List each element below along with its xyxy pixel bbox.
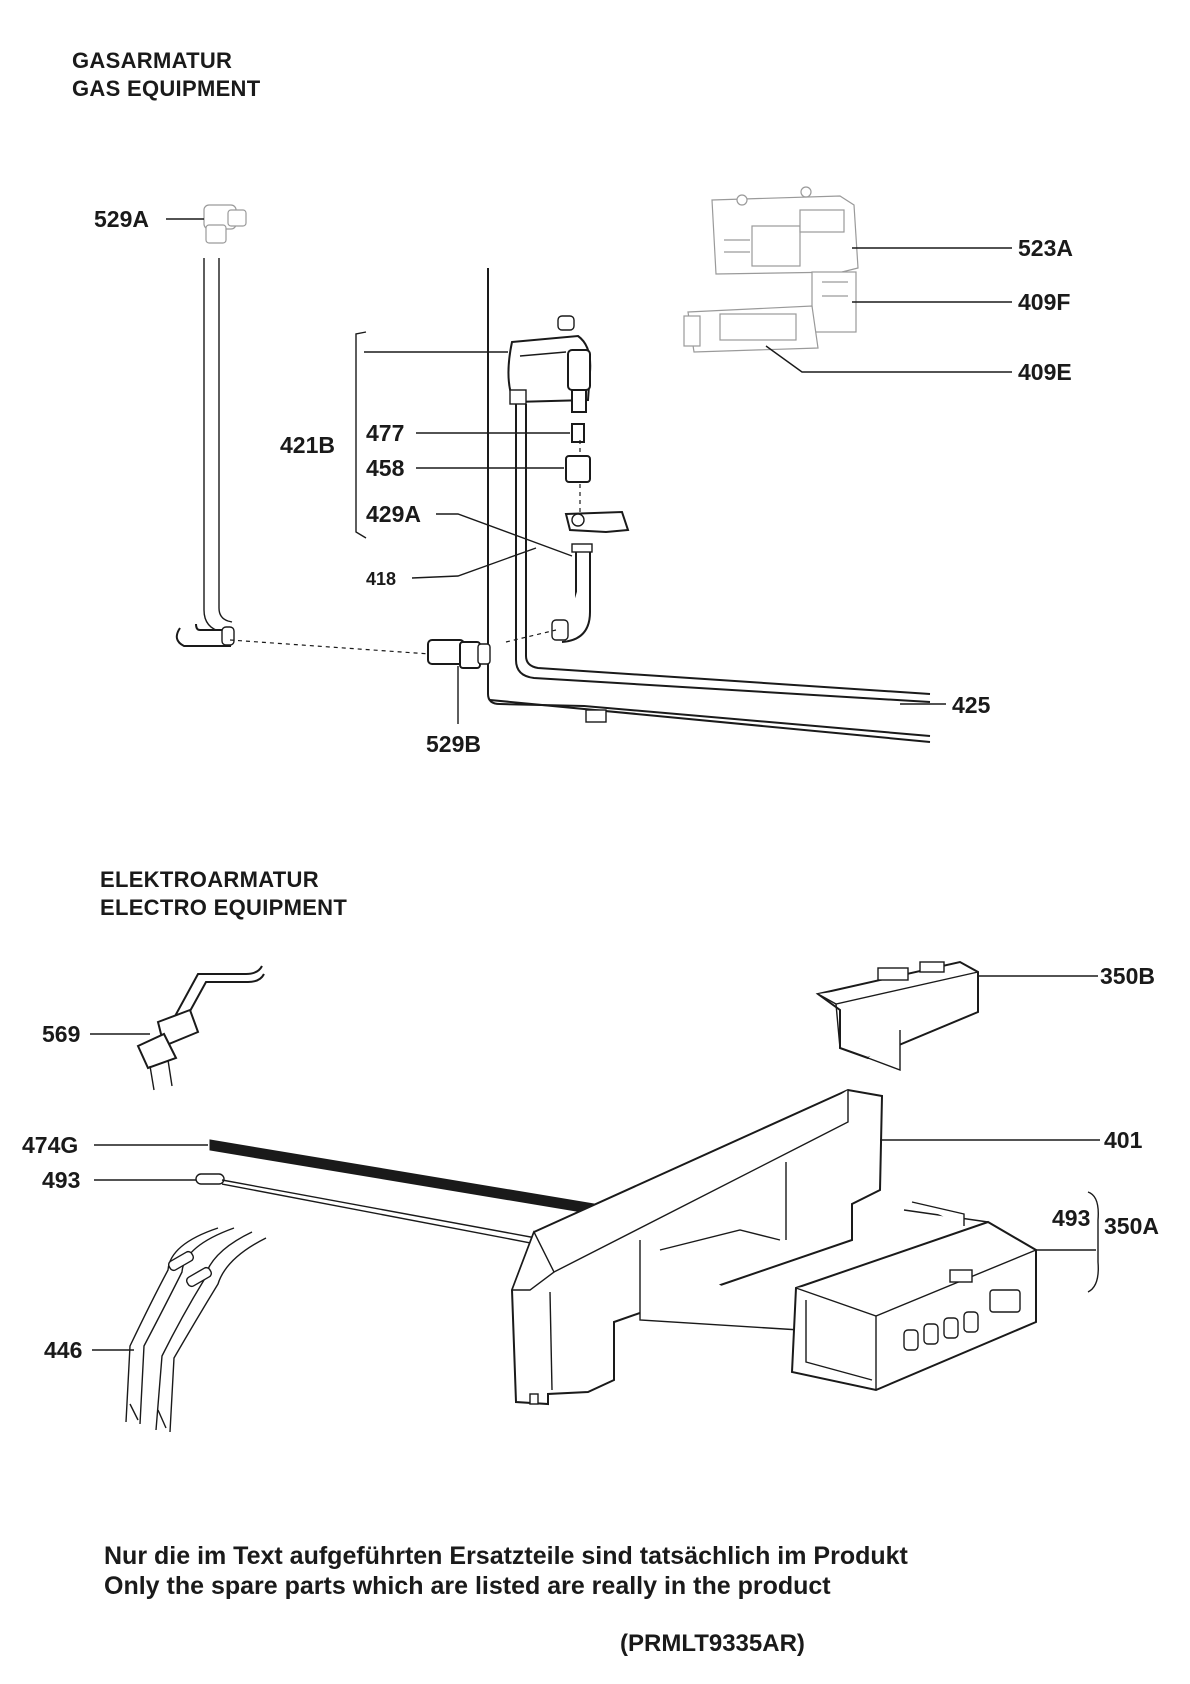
part-429a-clip (564, 510, 630, 534)
gas-heading-de: GASARMATUR (72, 48, 233, 73)
label-523a: 523A (1018, 235, 1073, 261)
bracket-350a (1087, 1191, 1099, 1293)
part-gas-pipe-left (175, 258, 235, 647)
part-523a-control-unit (711, 186, 859, 275)
label-474g: 474G (22, 1132, 78, 1158)
label-529a: 529A (94, 206, 149, 232)
label-529b: 529B (426, 731, 481, 757)
electro-heading-de: ELEKTROARMATUR (100, 867, 319, 892)
label-569: 569 (42, 1021, 80, 1047)
label-401: 401 (1104, 1127, 1143, 1153)
label-350b: 350B (1100, 963, 1155, 989)
part-gas-supply-pipe-425 (515, 404, 931, 703)
part-350b-bracket (815, 960, 979, 1072)
label-446: 446 (44, 1337, 82, 1363)
label-350a: 350A (1104, 1213, 1159, 1239)
label-418: 418 (366, 569, 396, 589)
dash-tube-connection (505, 629, 557, 643)
label-493-left: 493 (42, 1167, 80, 1193)
part-350a-control-box (790, 1201, 1037, 1392)
leader-429a (436, 513, 573, 557)
gas-equipment-group: 529A 523A 409F 409E (94, 186, 1073, 757)
part-529b-fitting (427, 639, 491, 669)
part-529a-fitting (203, 204, 247, 244)
part-569-plug-cable (136, 965, 265, 1091)
label-425: 425 (952, 692, 991, 718)
electro-equipment-heading: ELEKTROARMATUR ELECTRO EQUIPMENT (100, 866, 347, 922)
bracket-421b (355, 331, 367, 539)
part-446-ignition-cables (125, 1227, 267, 1433)
label-493-right: 493 (1052, 1205, 1090, 1231)
leader-418 (411, 547, 537, 579)
electro-equipment-group: 350B 569 474G 493 (22, 960, 1159, 1433)
label-458: 458 (366, 455, 405, 481)
part-cabinet-frame (487, 268, 931, 743)
part-477-seal (571, 423, 585, 443)
label-429a: 429A (366, 501, 421, 527)
part-409e-module (683, 305, 819, 353)
label-409f: 409F (1018, 289, 1070, 315)
part-418-tube (551, 543, 593, 643)
label-421b: 421B (280, 432, 335, 458)
part-409f-module (811, 271, 857, 333)
dash-pipe-connection (229, 639, 431, 655)
part-458-nut (565, 455, 591, 483)
part-401-housing (510, 1088, 884, 1406)
leader-409e (765, 345, 1012, 373)
electro-heading-en: ELECTRO EQUIPMENT (100, 895, 348, 920)
footer-note-de: Nur die im Text aufgeführten Ersatzteile… (104, 1542, 908, 1570)
gas-equipment-heading: GASARMATUR GAS EQUIPMENT (72, 47, 260, 103)
part-421b-valve (507, 315, 592, 413)
footer-note-en: Only the spare parts which are listed ar… (104, 1572, 831, 1600)
label-409e: 409E (1018, 359, 1072, 385)
label-477: 477 (366, 420, 404, 446)
gas-heading-en: GAS EQUIPMENT (72, 76, 261, 101)
document-code: (PRMLT9335AR) (620, 1630, 805, 1657)
part-493-rod (195, 1173, 537, 1245)
